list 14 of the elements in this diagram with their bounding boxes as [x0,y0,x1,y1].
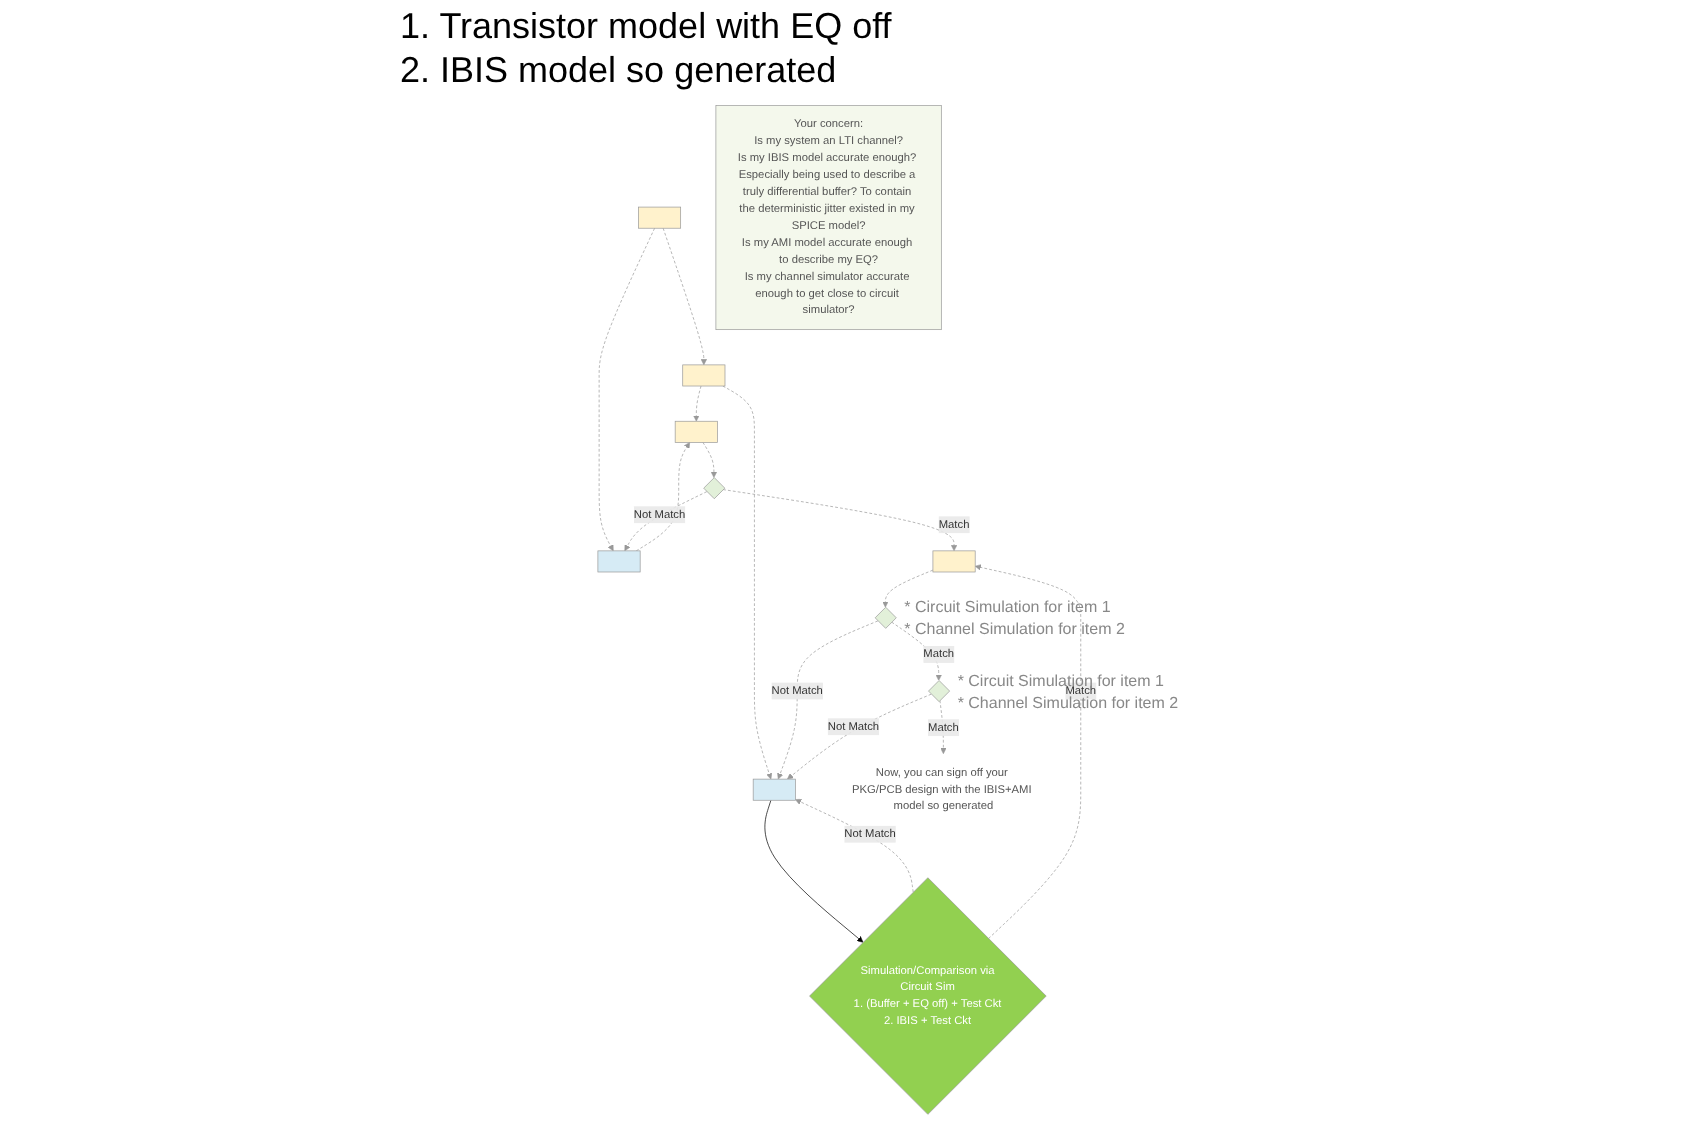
node-box [674,420,718,443]
heading-line: 1. Transistor model with EQ off [400,4,892,48]
side-note: * Channel Simulation for item 2 [904,619,1125,638]
side-note: * Channel Simulation for item 2 [957,693,1179,712]
node-box [682,364,726,387]
side-note: * Circuit Simulation for item 1 [904,597,1111,616]
node-diamond [928,680,950,702]
node-box [932,550,976,573]
node-diamond [703,477,726,500]
node-diamond [874,606,897,629]
heading-line: 2. IBIS model so generated [400,48,839,92]
node-box [597,550,641,573]
node-box [752,778,796,801]
node-box [638,206,681,229]
